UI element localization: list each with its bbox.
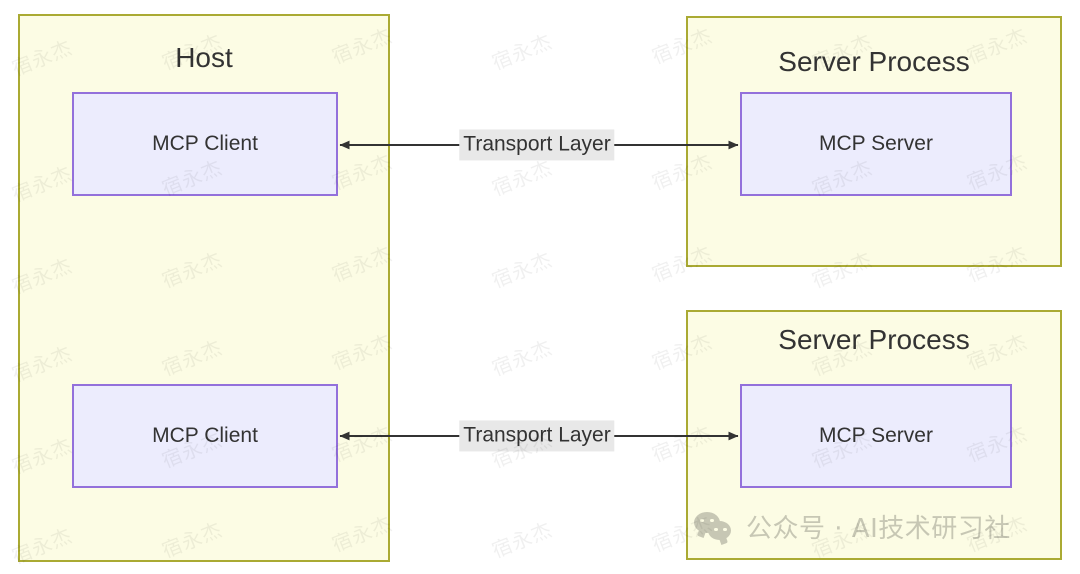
- edge-label-transport-layer-1: Transport Layer: [459, 129, 615, 161]
- node-mcp-client-1[interactable]: MCP Client: [72, 92, 338, 196]
- brand-watermark: 公众号 · AI技术研习社: [694, 508, 1011, 545]
- wechat-eye-1: [700, 518, 704, 522]
- watermark-text: 宿永杰: [488, 334, 556, 381]
- group-title-host: Host: [175, 42, 233, 73]
- watermark-text: 宿永杰: [488, 246, 556, 293]
- node-label-mcp-server-1: MCP Server: [819, 132, 933, 155]
- wechat-eye-4: [723, 527, 727, 531]
- node-label-mcp-client-1: MCP Client: [152, 132, 258, 155]
- node-mcp-server-1[interactable]: MCP Server: [740, 92, 1012, 196]
- node-mcp-server-2[interactable]: MCP Server: [740, 384, 1012, 488]
- watermark-text: 宿永杰: [488, 516, 556, 563]
- wechat-eye-3: [714, 527, 718, 531]
- group-title-server-process-1: Server Process: [778, 46, 970, 77]
- group-title-server-process-2: Server Process: [778, 324, 970, 355]
- node-label-mcp-server-2: MCP Server: [819, 424, 933, 447]
- edge-label-transport-layer-2: Transport Layer: [459, 420, 615, 452]
- wechat-icon: [694, 510, 736, 544]
- wechat-bubble-small: [708, 520, 731, 540]
- node-label-mcp-client-2: MCP Client: [152, 424, 258, 447]
- node-mcp-client-2[interactable]: MCP Client: [72, 384, 338, 488]
- wechat-eye-2: [710, 518, 714, 522]
- watermark-text: 宿永杰: [488, 28, 556, 75]
- brand-text: 公众号 · AI技术研习社: [746, 514, 1011, 544]
